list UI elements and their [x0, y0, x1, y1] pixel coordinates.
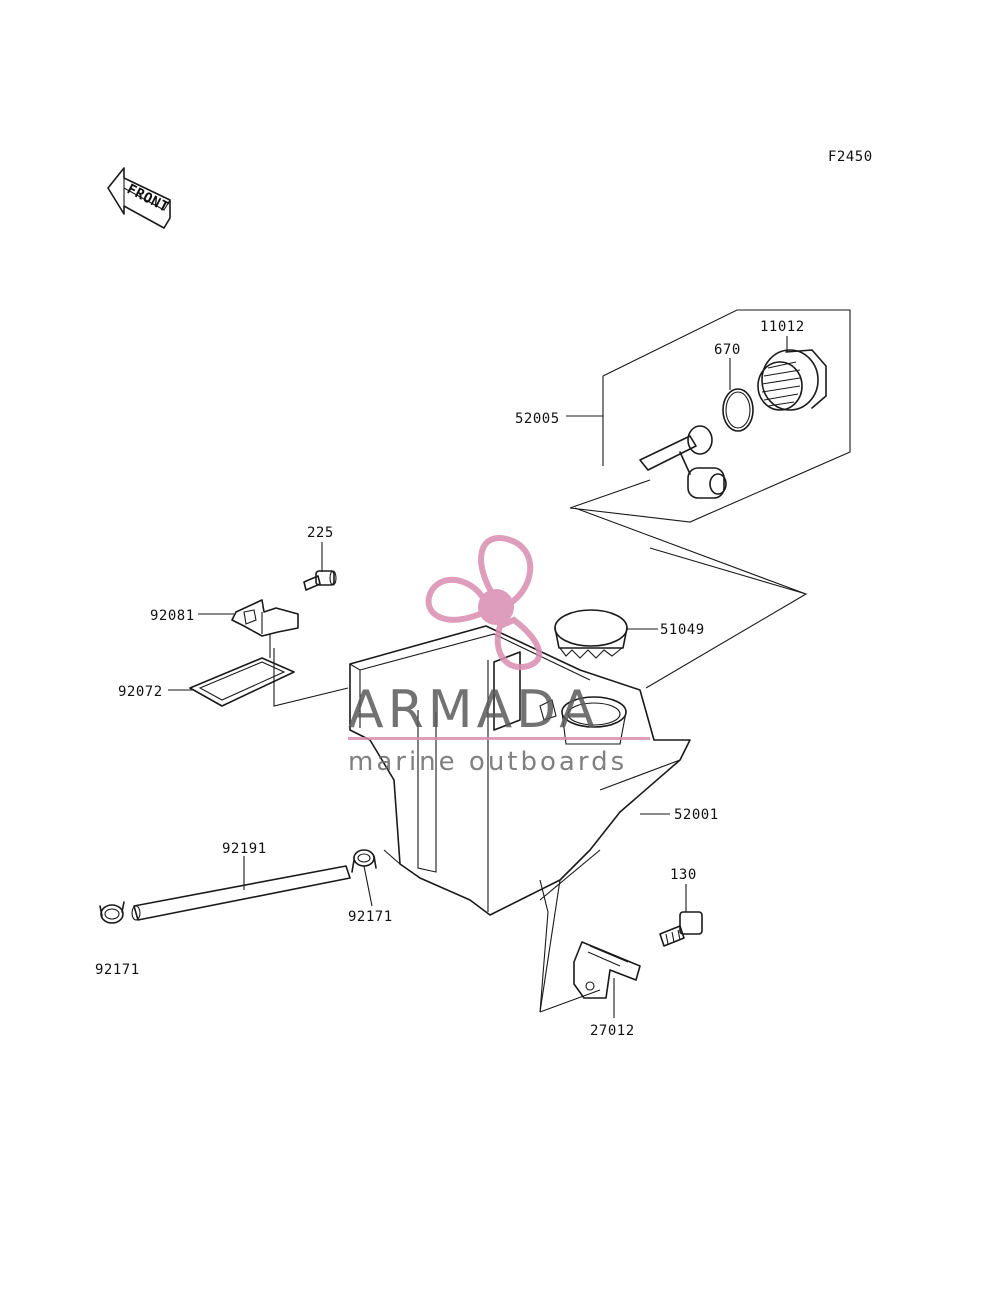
gasket-92072	[189, 657, 295, 707]
callout-52005: 52005	[515, 411, 560, 427]
assembly-frame-52005	[569, 309, 851, 523]
callout-27012: 27012	[590, 1023, 635, 1039]
callout-11012: 11012	[760, 319, 805, 335]
screw-225	[303, 570, 337, 591]
clamp-92081	[231, 599, 299, 637]
callout-130: 130	[670, 867, 697, 883]
level-gauge	[639, 425, 727, 499]
bolt-130	[659, 911, 703, 947]
callout-51049: 51049	[660, 622, 705, 638]
callout-92072: 92072	[118, 684, 163, 700]
o-ring-670	[722, 388, 754, 432]
front-arrow-icon: FRONT	[107, 167, 171, 229]
callout-92171-b: 92171	[95, 962, 140, 978]
watermark: ARMADA marine outboards	[348, 535, 650, 777]
hose-92191	[131, 865, 351, 921]
callout-52001: 52001	[674, 807, 719, 823]
callout-92191: 92191	[222, 841, 267, 857]
propeller-logo-icon	[425, 535, 543, 671]
hose-clip-92171	[351, 849, 377, 873]
callout-labels: 11012 670 52005 225 92081 51049 92072 52…	[95, 319, 805, 1039]
figure-code: F2450	[828, 149, 873, 165]
bracket-27012	[573, 941, 641, 999]
watermark-divider	[348, 737, 650, 740]
callout-92171-a: 92171	[348, 909, 393, 925]
watermark-brand: ARMADA	[348, 680, 599, 740]
filler-cap-51049	[554, 609, 628, 659]
callout-92081: 92081	[150, 608, 195, 624]
watermark-tagline: marine outboards	[348, 747, 627, 777]
callout-225: 225	[307, 525, 334, 541]
oil-cap-11012	[757, 349, 827, 411]
leader-lines	[168, 336, 788, 1018]
hose-clip-92171-2	[99, 901, 125, 924]
callout-670: 670	[714, 342, 741, 358]
